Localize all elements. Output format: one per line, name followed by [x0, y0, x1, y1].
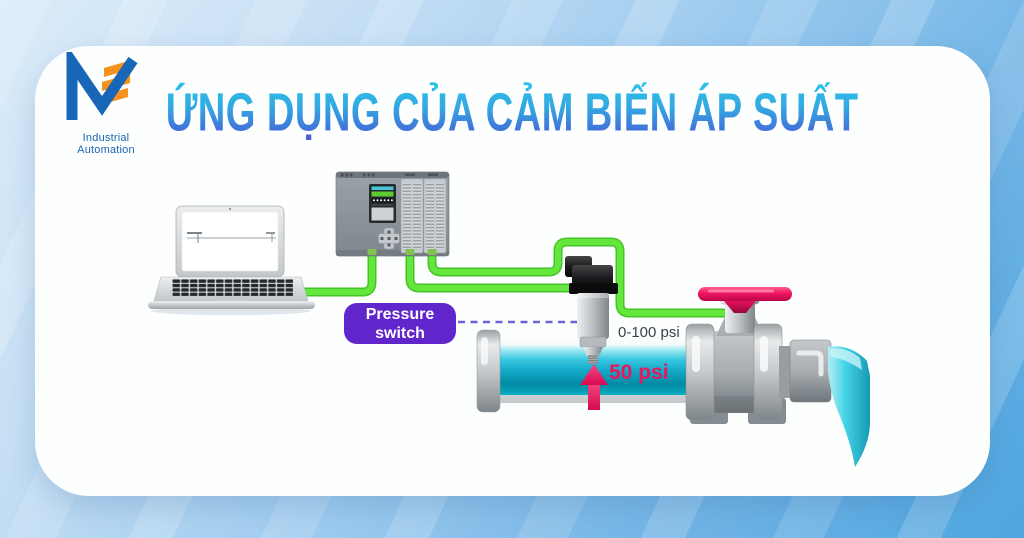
pipe-left-flange	[476, 329, 501, 413]
outlet-coupling	[779, 339, 832, 403]
sensor-threaded-tip	[588, 355, 598, 364]
plc-vents	[341, 173, 438, 177]
sensor-hex-nut	[569, 283, 618, 294]
page-title: ỨNG DỤNG CỦA CẢM BIẾN ÁP SUẤT	[0, 81, 1024, 145]
hand-valve	[685, 287, 792, 424]
pipe-pressure-label: 50 psi	[609, 361, 669, 384]
brand-name: Industrial Automation	[77, 132, 135, 156]
sensor-range-label: 0-100 psi	[618, 324, 680, 341]
cable-laptop-to-plc	[294, 249, 377, 297]
ladder-logic-on-screen	[187, 232, 276, 243]
laptop-trackpad	[217, 297, 248, 302]
laptop-keyboard	[172, 279, 293, 296]
plc-dpad	[378, 227, 400, 250]
valve-left-flange	[685, 323, 715, 421]
pressure-switch-label: Pressure switch	[344, 303, 456, 344]
plc-io-modules	[400, 178, 447, 254]
brand-logo-mark	[66, 44, 138, 120]
plc-cable-connectors	[367, 249, 437, 255]
handwheel	[698, 287, 792, 301]
plc-status-led-bar	[371, 191, 394, 197]
water-flow	[828, 346, 870, 467]
laptop-front-lip	[148, 301, 315, 309]
plc-display	[371, 207, 394, 221]
sensor-lower-collar	[579, 336, 607, 348]
plc-controller	[335, 171, 450, 257]
webcam-dot	[228, 207, 232, 211]
logo-blue-m	[66, 44, 138, 120]
handwheel-cone	[724, 301, 756, 313]
pressure-sensor	[565, 256, 618, 364]
plc-display-module	[369, 184, 396, 223]
signal-cables	[294, 237, 729, 318]
sensor-process-fitting	[583, 347, 603, 356]
page-title-text: ỨNG DỤNG CỦA CẢM BIẾN ÁP SUẤT	[166, 81, 859, 145]
pressure-arrow	[580, 364, 608, 410]
valve-right-flange	[753, 323, 783, 421]
brand-logo: Industrial Automation	[56, 44, 156, 156]
sensor-body	[577, 293, 609, 339]
laptop	[148, 205, 315, 315]
laptop-screen	[181, 211, 279, 272]
